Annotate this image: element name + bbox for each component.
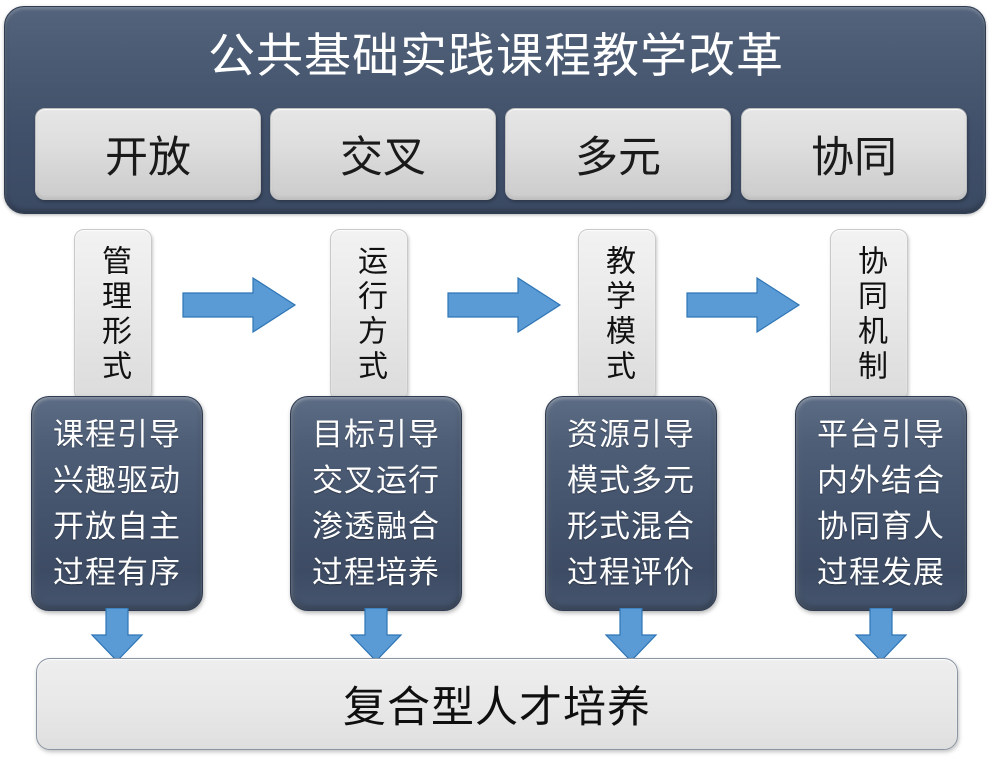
outcome-label: 复合型人才培养 [343, 685, 651, 732]
pillar-chip-1-label: 开放 [105, 135, 191, 182]
detail-line: 课程引导 [53, 416, 181, 452]
arrow-right-icon [447, 276, 562, 334]
detail-line: 形式混合 [567, 508, 695, 544]
detail-box-3[interactable]: 资源引导 模式多元 形式混合 过程评价 [545, 396, 717, 611]
detail-box-4[interactable]: 平台引导 内外结合 协同育人 过程发展 [795, 396, 967, 611]
detail-line: 过程发展 [817, 554, 945, 590]
pillar-chip-3[interactable]: 多元 [505, 108, 731, 200]
arrow-down-icon [90, 607, 144, 663]
stage-label-4-text: 协同机制 [853, 245, 886, 385]
stage-label-management-form[interactable]: 管理形式 [74, 229, 152, 401]
stage-label-teaching-model[interactable]: 教学模式 [578, 229, 656, 401]
detail-line: 过程有序 [53, 554, 181, 590]
detail-line: 交叉运行 [312, 462, 440, 498]
detail-line: 开放自主 [53, 508, 181, 544]
detail-line: 过程培养 [312, 554, 440, 590]
page-title: 公共基础实践课程教学改革 [208, 31, 784, 83]
stage-label-collaboration-mechanism[interactable]: 协同机制 [830, 229, 908, 401]
detail-line: 兴趣驱动 [53, 462, 181, 498]
detail-line: 协同育人 [817, 508, 945, 544]
detail-line: 平台引导 [817, 416, 945, 452]
detail-line: 资源引导 [567, 416, 695, 452]
pillar-chip-3-label: 多元 [575, 135, 661, 182]
stage-label-3-text: 教学模式 [601, 245, 634, 385]
detail-line: 内外结合 [817, 462, 945, 498]
stage-label-operation-mode[interactable]: 运行方式 [330, 229, 408, 401]
detail-line: 目标引导 [312, 416, 440, 452]
header-panel: 公共基础实践课程教学改革 开放 交叉 多元 协同 [4, 6, 986, 214]
detail-line: 渗透融合 [312, 508, 440, 544]
pillar-chip-2[interactable]: 交叉 [270, 108, 496, 200]
pillar-chip-4-label: 协同 [811, 135, 897, 182]
arrow-down-icon [349, 607, 403, 663]
stage-label-2-text: 运行方式 [353, 245, 386, 385]
arrow-down-icon [854, 607, 908, 663]
stage-label-1-text: 管理形式 [97, 245, 130, 385]
arrow-right-icon [182, 276, 297, 334]
detail-box-2[interactable]: 目标引导 交叉运行 渗透融合 过程培养 [290, 396, 462, 611]
pillar-chip-4[interactable]: 协同 [741, 108, 967, 200]
arrow-down-icon [604, 607, 658, 663]
detail-line: 过程评价 [567, 554, 695, 590]
detail-line: 模式多元 [567, 462, 695, 498]
outcome-bar[interactable]: 复合型人才培养 [36, 658, 958, 750]
arrow-right-icon [686, 276, 801, 334]
pillar-chip-1[interactable]: 开放 [35, 108, 261, 200]
detail-box-1[interactable]: 课程引导 兴趣驱动 开放自主 过程有序 [31, 396, 203, 611]
pillar-chip-2-label: 交叉 [340, 135, 426, 182]
